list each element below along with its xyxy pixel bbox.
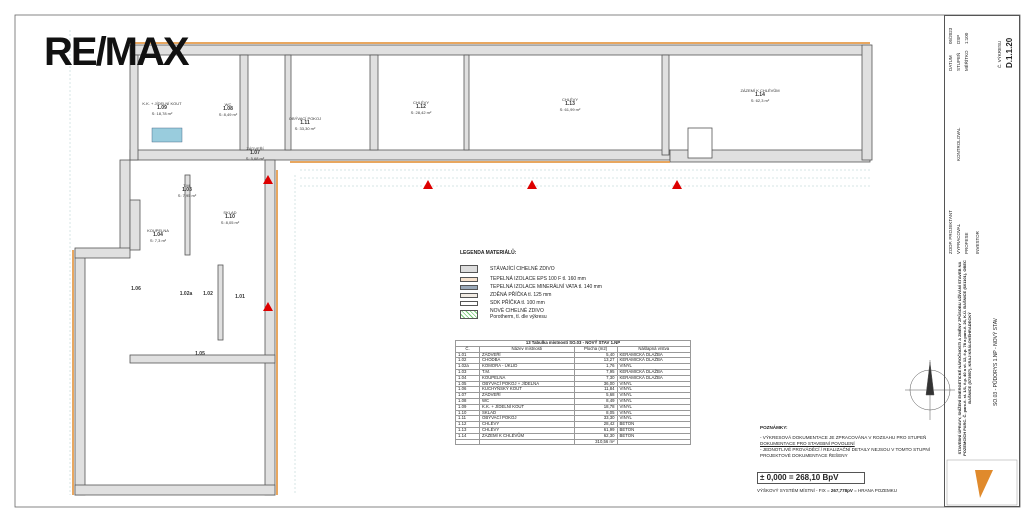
table-total: 310,56 m² [573,438,618,446]
table-total-row: 310,56 m² [455,438,692,446]
row-label: KONTROLOVAL [956,127,961,161]
table-cell [616,438,692,446]
row-label: INVESTOR [975,231,980,254]
remax-logo: RE/MAX [44,30,190,74]
legend-item: SDK PŘÍČKA tl. 100 mm [460,299,700,307]
legend-swatch [460,309,478,319]
scale-label: MĚŘÍTKO [964,50,969,71]
legend-item: TEPELNÁ IZOLACE EPS 100 F tl. 160 mm [460,275,700,283]
room-label: 1.01 [235,294,245,300]
date-label: DATUM [948,55,953,71]
legend-swatch [460,276,478,282]
title-block: D.1.1.20 Č. VÝKRESU DATUM 05/2023 STUPEŇ… [944,15,1020,507]
insulation-lines [72,42,870,495]
material-legend: LEGENDA MATERIÁLŮ: STÁVAJÍCÍ CIHELNÉ ZDI… [460,250,700,321]
room-label: 1.06 [131,286,141,292]
drawing-number-label: Č. VÝKRESU [997,40,1002,68]
architect-logo [946,459,1018,506]
legend-swatch [460,284,478,290]
dimension-lines [69,30,870,495]
stage-label: STUPEŇ [956,52,961,71]
project-description: STAVEBNÍ ÚPRAVY, SNÍŽENÍ ENERGETICKÉ NÁR… [957,260,972,456]
legend-item: STÁVAJÍCÍ CIHELNÉ ZDIVO [460,263,700,275]
scale: 1:100 [964,32,969,44]
stage: DSP [956,34,961,44]
room-table: 13 Tabulka místností SO.03 - NOVÝ STAV 1… [455,340,692,446]
drawing-number: D.1.1.20 [1005,37,1014,68]
legend-item: TEPELNÁ IZOLACE MINERÁLNÍ VATA tl. 140 m… [460,283,700,291]
legend-title: LEGENDA MATERIÁLŮ: [460,250,517,256]
legend-swatch [460,300,478,306]
elevation-reference: ± 0,000 = 268,10 BpV [757,472,865,484]
north-arrow [905,360,955,420]
date: 05/2023 [948,27,953,44]
notes-title: POZNÁMKY: [760,425,788,430]
table-cell [455,438,480,446]
note-2: - JEDNOTLIVÉ PROVÁDĚCÍ / REALIZAČNÍ DETA… [760,447,931,458]
legend-swatch [460,292,478,298]
room-label: 1.05 [195,351,205,357]
room-label: 1.02a [179,291,193,297]
row-label: VYPRACOVAL [956,223,961,254]
legend-item: ZDĚNÁ PŘÍČKA tl. 125 mm [460,291,700,299]
existing-walls [74,44,873,496]
dining-table [151,127,183,143]
entrance-markers [263,175,682,311]
row-label: PROFESE [964,232,969,254]
room-label: 1.02 [203,291,213,297]
height-system: VÝŠKOVÝ SYSTÉM MÍSTNÍ - FIX = 267,778pV … [757,488,898,493]
notes: POZNÁMKY: - VÝKRESOVÁ DOKUMENTACE JE ZPR… [760,425,945,459]
note-1: - VÝKRESOVÁ DOKUMENTACE JE ZPRACOVÁNA V … [760,435,927,446]
table-cell [479,438,575,446]
drawing-name: SO.03 - PŮDORYS 1.NP - NOVÝ STAV [993,318,999,406]
legend-swatch [460,265,478,273]
row-label: ZODP. PROJEKTANT [948,210,953,254]
